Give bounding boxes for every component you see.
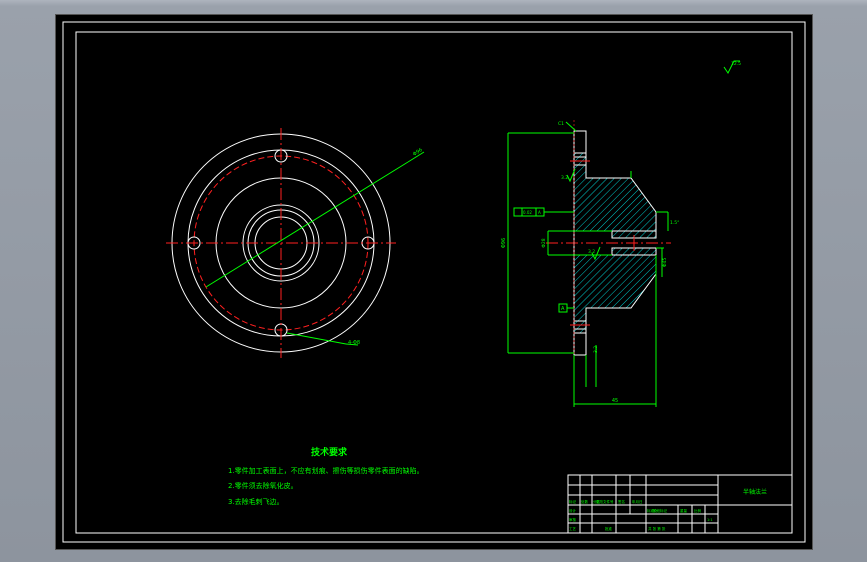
- roughness-3-label: 3.2: [588, 249, 595, 255]
- roughness-1-label: 3.2: [561, 175, 568, 181]
- roughness-2-label: 3.2: [593, 346, 599, 353]
- hub-angle-label: 1.5°: [670, 220, 679, 226]
- inner-frame: [75, 31, 793, 534]
- roughness-3-symbol: [591, 246, 601, 261]
- tech-req-item-1: 1.零件加工表面上，不应有划痕、擦伤等损伤零件表面的缺陷。: [228, 466, 424, 475]
- tb-label-standard: 标准化: [647, 508, 658, 513]
- lower-flange-tip: [573, 332, 587, 356]
- tb-label-review: 审核: [569, 517, 577, 522]
- title-block: [567, 474, 793, 534]
- cad-viewport[interactable]: Φ96 4-Φ8: [55, 14, 813, 550]
- tb-label-sign: 签名: [618, 499, 625, 504]
- tb-label-zone: 分区: [593, 499, 601, 504]
- hub-dia-label: Φ45: [662, 258, 668, 267]
- tb-label-change: 更改文件号: [596, 499, 614, 504]
- outer-diameter-leader-ext: [407, 151, 425, 163]
- datum-label: A: [561, 306, 565, 312]
- tb-label-mark: 标记: [569, 499, 577, 504]
- corner-roughness: 12.5: [723, 60, 741, 74]
- bolt-hole-leader-ext: [345, 343, 359, 346]
- tb-label-stage: 阶段标记: [653, 508, 667, 513]
- tolerance-value: 0.02: [523, 210, 532, 215]
- title-block-frame: [567, 474, 793, 534]
- height-dim-label: Φ96: [501, 238, 507, 248]
- outer-diameter-label: Φ96: [412, 147, 424, 158]
- bore-dim-label: Φ28: [541, 238, 547, 247]
- part-name: 半轴法兰: [743, 488, 767, 496]
- tolerance-datum: A: [538, 210, 541, 215]
- technical-requirements: 技术要求 1.零件加工表面上，不应有划痕、擦伤等损伤零件表面的缺陷。 2.零件须…: [228, 446, 424, 506]
- front-view: Φ96 4-Φ8: [166, 128, 425, 358]
- outer-frame: [62, 21, 806, 543]
- title-block-text: 半轴法兰 标记 处数 分区 更改文件号 签名 年月日 设计 标准化 阶段标记 重…: [569, 488, 767, 531]
- tb-label-count: 处数: [581, 499, 589, 504]
- cad-drawing: Φ96 4-Φ8: [62, 21, 806, 543]
- upper-flange-tip: [573, 130, 587, 154]
- tb-label-design: 设计: [569, 508, 577, 513]
- tb-sheet-label: 共 张 第 张: [648, 526, 666, 531]
- tb-label-date: 年月日: [632, 499, 643, 504]
- tb-label-weight: 重量: [680, 508, 688, 513]
- tb-scale-value: 1:1: [707, 518, 713, 522]
- tech-req-item-2: 2.零件须去除氧化皮。: [228, 481, 298, 490]
- corner-roughness-symbol: [723, 60, 740, 74]
- roughness-1-symbol: [566, 168, 576, 183]
- outer-diameter-leader: [205, 161, 409, 288]
- section-view: Φ96 Φ28 1.5° 45 Φ45 3.2 C1 3.2 3.2 0.02 …: [501, 120, 679, 407]
- tech-req-item-3: 3.去除毛刺飞边。: [228, 497, 284, 506]
- tech-req-heading: 技术要求: [311, 446, 348, 458]
- tb-label-approve: 批准: [605, 526, 613, 531]
- bolt-hole-leader: [286, 332, 347, 345]
- chamfer-leader: [565, 121, 577, 132]
- tb-label-process: 工艺: [569, 526, 577, 531]
- tb-label-scale: 比例: [694, 508, 702, 513]
- bolt-hole-label: 4-Φ8: [348, 340, 360, 346]
- corner-roughness-label: 12.5: [731, 61, 741, 67]
- chamfer-label: C1: [558, 121, 564, 127]
- width-dim-label: 45: [612, 398, 618, 404]
